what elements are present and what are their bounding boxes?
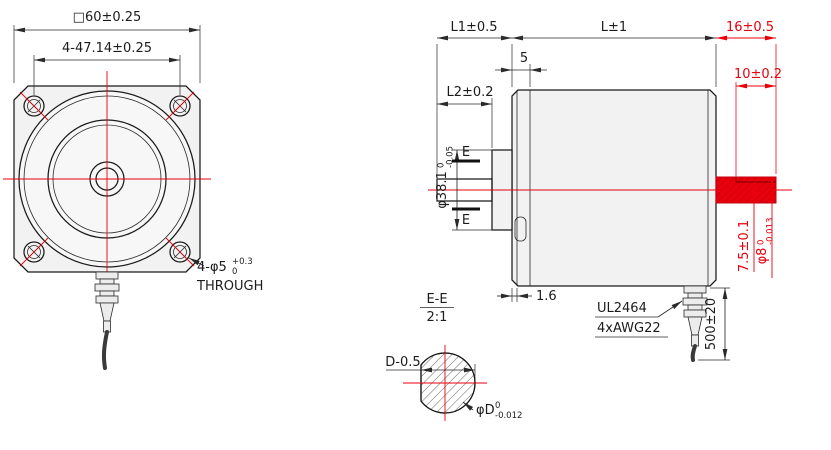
section-letter-bottom: E xyxy=(462,213,470,228)
cable-length-dim: 500±20 xyxy=(698,287,730,361)
step-dim: 1.6 xyxy=(497,288,557,304)
shaft-flat-dims: 7.5±0.1 φ8 0 -0.013 xyxy=(737,177,776,278)
dim-l2: L2±0.2 xyxy=(446,85,493,100)
front-view: □60±0.25 4-47.14±0.25 4-φ5 +0.3 0 THROUG… xyxy=(3,10,263,370)
dim-l1: L1±0.5 xyxy=(450,20,497,35)
side-view: L1±0.5 L±1 16±0.5 5 L2±0.2 10±0.2 φ38.1 … xyxy=(428,20,792,362)
hole-callout-through: THROUGH xyxy=(196,279,263,294)
section-dims: D-0.5 φD 0 -0.012 xyxy=(385,355,522,421)
section-dia-main: φD xyxy=(476,403,495,418)
dim-flat-length: 10±0.2 xyxy=(734,67,782,82)
cable-note-line2: 4xAWG22 xyxy=(597,321,661,336)
section-letter-top: E xyxy=(462,145,470,160)
shaft-dia-upper-tol: 0 xyxy=(757,240,767,245)
section-cut-marks: E E xyxy=(452,145,480,228)
side-cable-wire xyxy=(690,344,697,362)
front-cable-connector xyxy=(94,271,120,333)
cable-note: UL2464 4xAWG22 xyxy=(595,300,683,338)
pilot-dia-upper-tol: 0 xyxy=(437,163,447,168)
dim-square-flange: □60±0.25 xyxy=(73,10,142,25)
dim-section-flat: D-0.5 xyxy=(385,355,420,370)
dim-pilot-depth: 5 xyxy=(520,51,528,66)
dim-step: 1.6 xyxy=(536,289,557,304)
section-view: E-E 2:1 D-0.5 φD 0 -0.012 xyxy=(385,292,522,421)
dim-flat-height: 7.5±0.1 xyxy=(737,220,752,272)
pilot-diameter-dim: φ38.1 0 -0.05 xyxy=(435,146,494,231)
hole-callout-main: 4-φ5 xyxy=(197,260,227,275)
front-cable-wire xyxy=(101,330,109,370)
dim-shaft-extension: 16±0.5 xyxy=(726,20,774,35)
shaft-dia-main: φ8 xyxy=(755,248,770,265)
section-scale: 2:1 xyxy=(427,310,448,325)
dim-bolt-circle: 4-47.14±0.25 xyxy=(62,41,152,56)
side-dimensions-top: L1±0.5 L±1 16±0.5 5 L2±0.2 10±0.2 xyxy=(436,20,782,177)
terminal-detail xyxy=(514,216,527,242)
side-body xyxy=(436,89,717,287)
cable-note-line1: UL2464 xyxy=(597,301,647,316)
dim-cable-length: 500±20 xyxy=(704,298,719,350)
shaft-dia-lower-tol: -0.013 xyxy=(766,218,776,245)
dim-l: L±1 xyxy=(601,20,627,35)
pilot-dia-main: φ38.1 xyxy=(435,171,450,209)
section-title: E-E xyxy=(426,292,447,307)
hole-callout-lower-tol: 0 xyxy=(232,267,237,277)
front-dimensions: □60±0.25 4-47.14±0.25 4-φ5 +0.3 0 THROUG… xyxy=(13,10,263,294)
section-dia-lower-tol: -0.012 xyxy=(495,411,522,421)
pilot-dia-lower-tol: -0.05 xyxy=(446,146,456,168)
section-dia-upper-tol: 0 xyxy=(495,401,500,411)
hole-callout-upper-tol: +0.3 xyxy=(232,257,253,267)
